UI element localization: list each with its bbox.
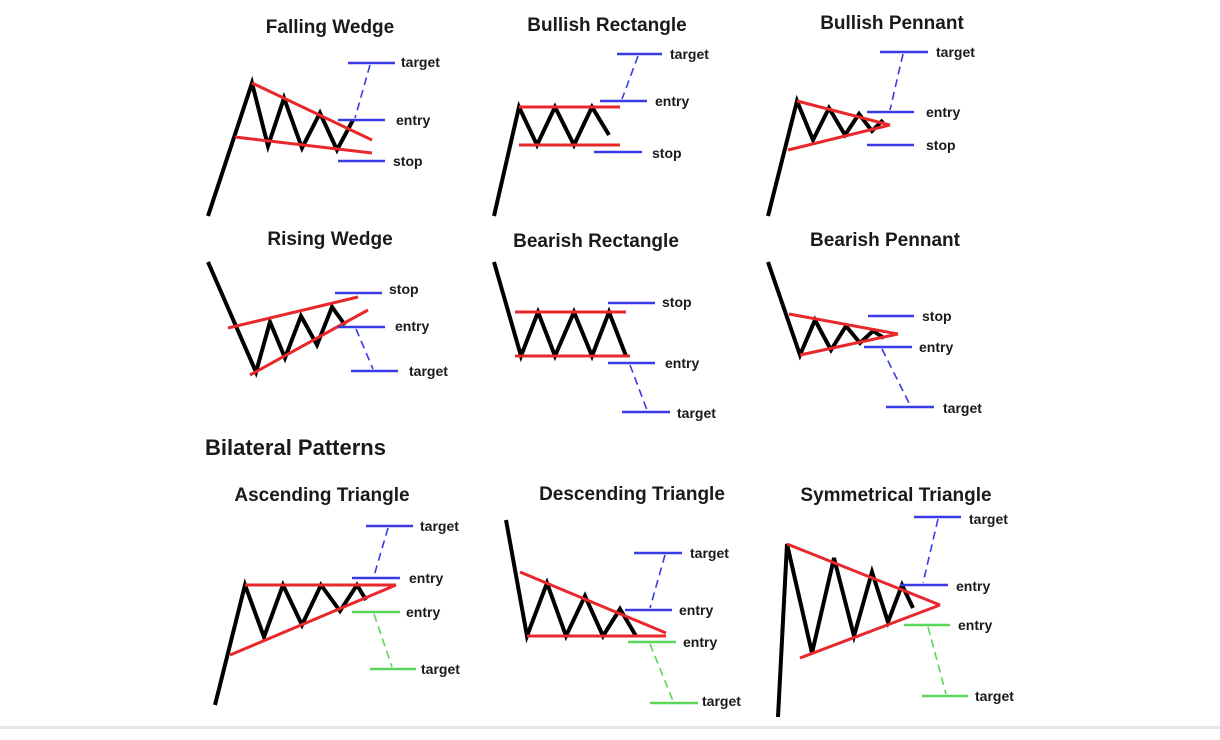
descending-triangle-title: Descending Triangle <box>539 484 725 505</box>
falling-wedge-lower-boundary <box>234 135 373 155</box>
rising-wedge-price-line <box>206 261 347 378</box>
falling-wedge-target-label: target <box>401 54 440 70</box>
bearish-pennant-stop-label: stop <box>922 308 952 324</box>
symmetrical-triangle-down-entry-label: entry <box>958 617 992 633</box>
descending-triangle-up-target-label: target <box>690 545 729 561</box>
ascending-triangle-up-connector <box>373 527 389 577</box>
falling-wedge-pattern: Falling Wedge target entry stop <box>206 17 440 217</box>
falling-wedge-title: Falling Wedge <box>266 17 394 38</box>
bearish-pennant-lower-boundary <box>799 332 899 357</box>
rising-wedge-stop-label: stop <box>389 281 419 297</box>
symmetrical-triangle-lower-boundary <box>799 603 941 660</box>
symmetrical-triangle-up-connector <box>922 518 939 584</box>
bearish-rectangle-pattern: Bearish Rectangle stop entry target <box>492 231 716 421</box>
bullish-pennant-title: Bullish Pennant <box>820 13 964 34</box>
rising-wedge-entry-label: entry <box>395 318 429 334</box>
symmetrical-triangle-title: Symmetrical Triangle <box>800 485 991 506</box>
bilateral-patterns-heading: Bilateral Patterns <box>205 435 386 460</box>
bottom-divider <box>0 726 1220 729</box>
bullish-pennant-stop-label: stop <box>926 137 956 153</box>
rising-wedge-lower-boundary <box>249 308 369 377</box>
bullish-rectangle-entry-label: entry <box>655 93 689 109</box>
bearish-pennant-entry-label: entry <box>919 339 953 355</box>
bullish-pennant-entry-label: entry <box>926 104 960 120</box>
bearish-pennant-title: Bearish Pennant <box>810 230 961 251</box>
descending-triangle-up-entry-label: entry <box>679 602 713 618</box>
bullish-pennant-price-line <box>766 94 885 217</box>
symmetrical-triangle-upper-boundary <box>786 542 941 607</box>
descending-triangle-falling-boundary <box>519 570 667 635</box>
ascending-triangle-pattern: Ascending Triangle target entry entry ta… <box>213 485 460 706</box>
bearish-pennant-pattern: Bearish Pennant stop entry target <box>766 230 982 416</box>
rising-wedge-connector <box>355 328 374 370</box>
ascending-triangle-rising-boundary <box>229 583 397 657</box>
bearish-pennant-target-label: target <box>943 400 982 416</box>
bearish-rectangle-stop-label: stop <box>662 294 692 310</box>
falling-wedge-stop-label: stop <box>393 153 423 169</box>
rising-wedge-pattern: Rising Wedge stop entry target <box>206 229 448 379</box>
descending-triangle-down-target-label: target <box>702 693 741 709</box>
ascending-triangle-up-entry-label: entry <box>409 570 443 586</box>
bullish-rectangle-connector <box>621 55 639 100</box>
descending-triangle-down-connector <box>649 643 674 702</box>
falling-wedge-price-line <box>206 75 355 217</box>
bullish-rectangle-stop-label: stop <box>652 145 682 161</box>
bearish-rectangle-connector <box>629 364 648 411</box>
symmetrical-triangle-up-entry-label: entry <box>956 578 990 594</box>
bullish-rectangle-target-label: target <box>670 46 709 62</box>
bearish-pennant-connector <box>881 348 911 406</box>
bullish-pennant-upper-boundary <box>796 99 891 127</box>
symmetrical-triangle-price-line <box>776 543 915 718</box>
rising-wedge-title: Rising Wedge <box>267 229 392 250</box>
bullish-pennant-lower-boundary <box>787 123 891 152</box>
bullish-pennant-target-label: target <box>936 44 975 60</box>
falling-wedge-entry-label: entry <box>396 112 430 128</box>
descending-triangle-up-connector <box>649 554 666 609</box>
bearish-pennant-upper-boundary <box>788 312 899 336</box>
falling-wedge-upper-boundary <box>251 81 373 142</box>
bearish-pennant-price-line <box>766 261 886 361</box>
symmetrical-triangle-down-target-label: target <box>975 688 1014 704</box>
ascending-triangle-price-line <box>213 578 368 706</box>
falling-wedge-connector <box>354 64 371 119</box>
bearish-rectangle-title: Bearish Rectangle <box>513 231 679 252</box>
ascending-triangle-down-target-label: target <box>421 661 460 677</box>
symmetrical-triangle-down-connector <box>927 626 947 695</box>
symmetrical-triangle-pattern: Symmetrical Triangle target entry entry … <box>776 485 1014 718</box>
ascending-triangle-down-connector <box>373 613 393 668</box>
bullish-rectangle-title: Bullish Rectangle <box>527 15 686 36</box>
ascending-triangle-title: Ascending Triangle <box>234 485 409 506</box>
bearish-rectangle-price-line <box>492 261 628 363</box>
rising-wedge-target-label: target <box>409 363 448 379</box>
bullish-rectangle-price-line <box>492 100 611 217</box>
ascending-triangle-up-target-label: target <box>420 518 459 534</box>
bearish-rectangle-target-label: target <box>677 405 716 421</box>
bullish-rectangle-pattern: Bullish Rectangle target entry stop <box>492 15 709 217</box>
ascending-triangle-down-entry-label: entry <box>406 604 440 620</box>
bullish-pennant-connector <box>889 53 904 111</box>
bearish-rectangle-entry-label: entry <box>665 355 699 371</box>
symmetrical-triangle-up-target-label: target <box>969 511 1008 527</box>
descending-triangle-pattern: Descending Triangle target entry entry t… <box>504 484 741 709</box>
bullish-pennant-pattern: Bullish Pennant target entry stop <box>766 13 975 217</box>
descending-triangle-down-entry-label: entry <box>683 634 717 650</box>
rising-wedge-upper-boundary <box>227 295 359 330</box>
descending-triangle-price-line <box>504 519 638 644</box>
